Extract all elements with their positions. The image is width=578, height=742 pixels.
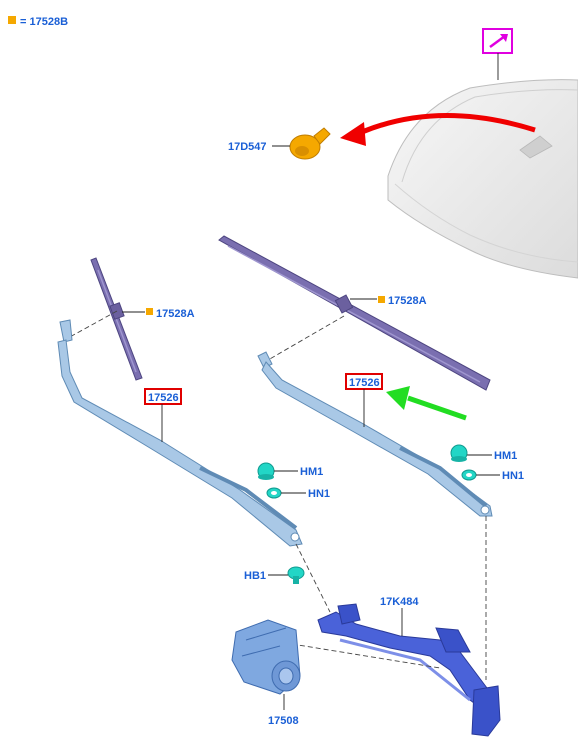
bolt-label: HB1 <box>244 570 266 582</box>
rain-sensor-icon <box>289 127 331 160</box>
red-direction-arrow-icon <box>340 113 536 146</box>
bolt-icon <box>287 566 305 584</box>
wiper-blade-right <box>218 235 491 391</box>
arm-left-highlight-box <box>144 388 182 405</box>
arm-left-label: 17526 <box>148 392 179 404</box>
blade-right-label: 17528A <box>388 295 427 307</box>
wiper-linkage <box>317 603 501 737</box>
linkage-label: 17K484 <box>380 596 419 608</box>
blade-left-clip-icon <box>146 308 153 315</box>
blade-left-label: 17528A <box>156 308 195 320</box>
wiper-blade-left <box>90 257 143 381</box>
cap-right-icon <box>450 444 468 462</box>
sensor-location-callout-icon <box>482 28 513 80</box>
arm-right-label: 17526 <box>349 377 380 389</box>
legend-label: = 17528B <box>20 16 68 28</box>
wiper-motor <box>231 619 301 695</box>
cap-left-icon <box>257 462 275 480</box>
nut-right-icon <box>461 469 477 481</box>
nut-left-icon <box>266 487 282 499</box>
green-direction-arrow-icon <box>386 386 467 421</box>
wiper-arm-right <box>257 351 493 517</box>
motor-label: 17508 <box>268 715 299 727</box>
windshield-glass <box>387 79 578 279</box>
nut-right-label: HN1 <box>502 470 524 482</box>
nut-left-label: HN1 <box>308 488 330 500</box>
sensor-label: 17D547 <box>228 141 267 153</box>
cap-left-label: HM1 <box>300 466 323 478</box>
blade-right-clip-icon <box>378 296 385 303</box>
cap-right-label: HM1 <box>494 450 517 462</box>
legend-square-icon <box>8 16 16 24</box>
